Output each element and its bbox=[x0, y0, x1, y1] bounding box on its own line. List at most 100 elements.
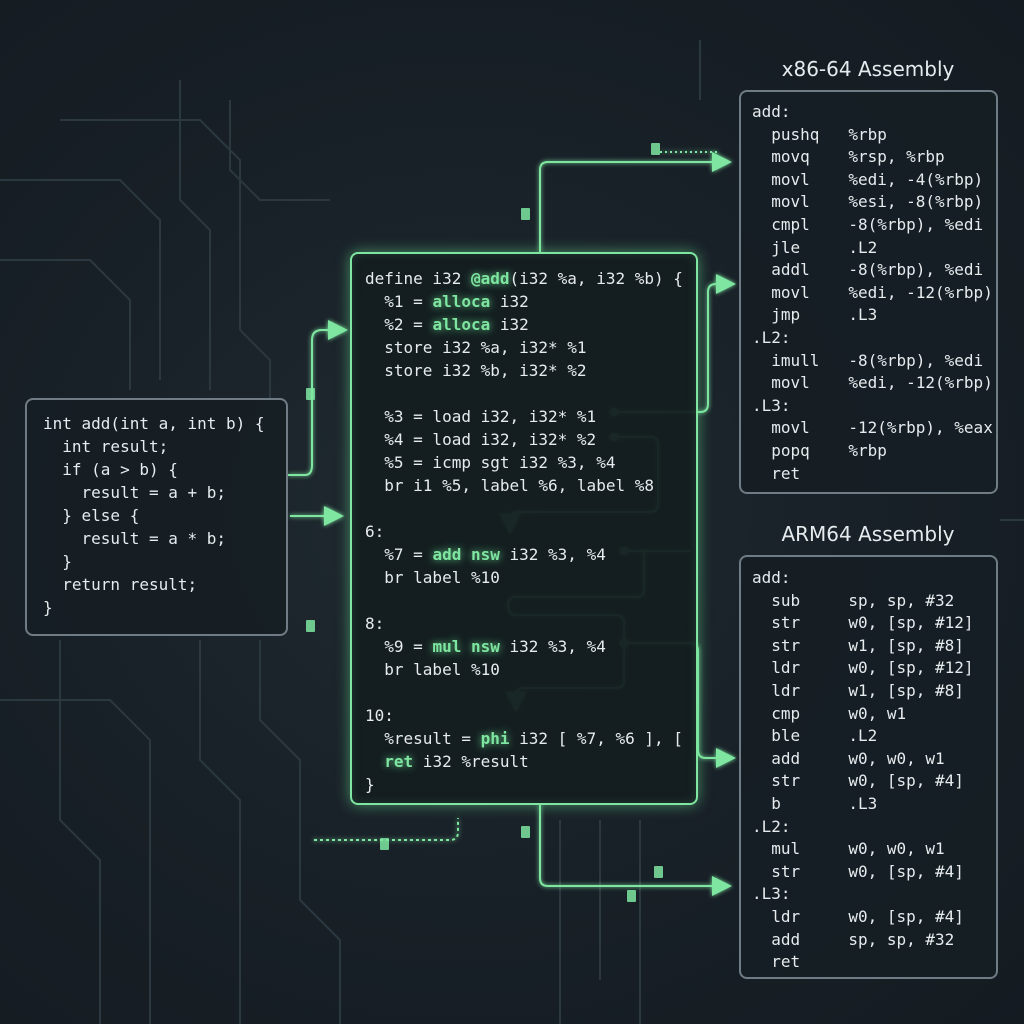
ir-line: store i32 %a, i32* %1 bbox=[365, 336, 683, 359]
source-to-ir-branch-arrow bbox=[288, 320, 348, 476]
ir-text: %7 = bbox=[365, 545, 433, 564]
ir-line: %3 = load i32, i32* %1 bbox=[365, 405, 683, 428]
ir-line: %7 = add nsw i32 %3, %4 bbox=[365, 543, 683, 566]
code-line: ret bbox=[752, 463, 801, 483]
x86-assembly-code: add: pushq %rbp movq %rsp, %rbp movl %ed… bbox=[752, 101, 993, 485]
c-source-panel: int add(int a, int b) { int result; if (… bbox=[25, 398, 288, 636]
background-circuit-traces bbox=[0, 40, 1024, 1024]
ir-line: br label %10 bbox=[365, 658, 683, 681]
code-line: str w1, [sp, #8] bbox=[752, 635, 964, 655]
code-line: str w0, [sp, #4] bbox=[752, 771, 964, 791]
code-line: str w0, [sp, #4] bbox=[752, 861, 964, 881]
code-line: ldr w0, [sp, #12] bbox=[752, 658, 974, 678]
code-line: jmp .L3 bbox=[752, 305, 878, 325]
ir-text: 8: bbox=[365, 614, 385, 633]
ir-line: 10: bbox=[365, 704, 683, 727]
ir-keyword-highlight: add nsw bbox=[432, 545, 500, 564]
code-line: movl %esi, -8(%rbp) bbox=[752, 192, 984, 212]
code-line: } else { bbox=[43, 506, 140, 525]
ir-text: 10: bbox=[365, 706, 394, 725]
ir-keyword-highlight: alloca bbox=[432, 315, 491, 334]
ir-text: %3 = load i32, i32* %1 bbox=[365, 407, 597, 426]
ir-keyword-highlight: ret bbox=[384, 752, 414, 771]
code-line: add: bbox=[752, 568, 791, 587]
arm-assembly-code: add: sub sp, sp, #32 str w0, [sp, #12] s… bbox=[752, 567, 974, 974]
code-line: jle .L2 bbox=[752, 237, 878, 257]
ir-text: %5 = icmp sgt i32 %3, %4 bbox=[365, 453, 616, 472]
document-icons bbox=[306, 143, 663, 902]
llvm-ir-code: define i32 @add(i32 %a, i32 %b) { %1 = a… bbox=[365, 267, 683, 796]
ir-line: br i1 %5, label %6, label %8 bbox=[365, 474, 683, 497]
ir-line bbox=[365, 589, 683, 612]
code-line: .L3: bbox=[752, 884, 791, 904]
load1-to-x86-wire bbox=[614, 274, 736, 413]
ir-text: 6: bbox=[365, 522, 385, 541]
code-line: result = a + b; bbox=[43, 483, 227, 502]
ir-text: (i32 %a, i32 %b) { bbox=[509, 269, 683, 288]
ir-line: %1 = alloca i32 bbox=[365, 290, 683, 313]
code-line: if (a > b) { bbox=[43, 460, 178, 479]
ir-text: %result = bbox=[365, 729, 481, 748]
ir-text: br label %10 bbox=[365, 568, 500, 587]
code-line: result = a * b; bbox=[43, 529, 227, 548]
code-line: .L3: bbox=[752, 395, 791, 415]
code-line: movl %edi, -12(%rbp) bbox=[752, 282, 993, 302]
ir-keyword-highlight: phi bbox=[480, 729, 510, 748]
ir-line: ret i32 %result bbox=[365, 750, 683, 773]
x86-assembly-panel: add: pushq %rbp movq %rsp, %rbp movl %ed… bbox=[739, 90, 998, 494]
code-line: add w0, w0, w1 bbox=[752, 748, 945, 768]
code-line: } bbox=[43, 598, 53, 617]
ir-text: %9 = bbox=[365, 637, 433, 656]
code-line: popq %rbp bbox=[752, 440, 887, 460]
ir-line bbox=[365, 497, 683, 520]
code-line: mul w0, w0, w1 bbox=[752, 839, 945, 859]
ir-line: 6: bbox=[365, 520, 683, 543]
code-line: } bbox=[43, 552, 72, 571]
c-source-code: int add(int a, int b) { int result; if (… bbox=[43, 412, 265, 619]
code-line: .L2: bbox=[752, 816, 791, 836]
ir-line: %2 = alloca i32 bbox=[365, 313, 683, 336]
ir-text: br i1 %5, label %6, label %8 bbox=[365, 476, 654, 495]
ir-text: i32 %result bbox=[413, 752, 529, 771]
ir-line: } bbox=[365, 773, 683, 796]
ir-line: br label %10 bbox=[365, 566, 683, 589]
ir-text: store i32 %b, i32* %2 bbox=[365, 361, 587, 380]
ir-line: define i32 @add(i32 %a, i32 %b) { bbox=[365, 267, 683, 290]
code-line: ret bbox=[752, 952, 801, 972]
ir-line bbox=[365, 681, 683, 704]
code-line: str w0, [sp, #12] bbox=[752, 613, 974, 633]
ir-keyword-highlight: alloca bbox=[432, 292, 491, 311]
ir-text: i32 [ %7, %6 ], [ bbox=[509, 729, 683, 748]
code-line: add sp, sp, #32 bbox=[752, 929, 955, 949]
code-line: cmpl -8(%rbp), %edi bbox=[752, 214, 984, 234]
ir-text: } bbox=[365, 775, 375, 794]
code-line: sub sp, sp, #32 bbox=[752, 590, 955, 610]
ir-to-x86-arrow bbox=[539, 152, 732, 252]
ir-keyword-highlight: mul nsw bbox=[432, 637, 500, 656]
ir-text bbox=[365, 752, 384, 771]
ir-line: %result = phi i32 [ %7, %6 ], [ bbox=[365, 727, 683, 750]
ir-text: %4 = load i32, i32* %2 bbox=[365, 430, 597, 449]
code-line: ble .L2 bbox=[752, 726, 878, 746]
ir-line: 8: bbox=[365, 612, 683, 635]
code-line: pushq %rbp bbox=[752, 124, 887, 144]
code-line: int add(int a, int b) { bbox=[43, 414, 265, 433]
ir-keyword-highlight: @add bbox=[470, 269, 510, 288]
ir-text: i32 bbox=[490, 315, 529, 334]
code-line: cmp w0, w1 bbox=[752, 703, 907, 723]
code-line: ldr w1, [sp, #8] bbox=[752, 680, 964, 700]
ir-line: store i32 %b, i32* %2 bbox=[365, 359, 683, 382]
ir-text: %1 = bbox=[365, 292, 433, 311]
code-line: movq %rsp, %rbp bbox=[752, 147, 945, 167]
code-line: .L2: bbox=[752, 327, 791, 347]
ir-text: i32 %3, %4 bbox=[499, 545, 606, 564]
ir-text: store i32 %a, i32* %1 bbox=[365, 338, 587, 357]
ir-text: define i32 bbox=[365, 269, 471, 288]
x86-title: x86-64 Assembly bbox=[781, 57, 955, 81]
code-line: movl %edi, -4(%rbp) bbox=[752, 169, 984, 189]
ir-to-arm-arrow bbox=[539, 804, 732, 896]
code-line: b .L3 bbox=[752, 793, 878, 813]
llvm-ir-panel: define i32 @add(i32 %a, i32 %b) { %1 = a… bbox=[350, 252, 698, 805]
code-line: movl -12(%rbp), %eax bbox=[752, 418, 993, 438]
code-line: return result; bbox=[43, 575, 198, 594]
